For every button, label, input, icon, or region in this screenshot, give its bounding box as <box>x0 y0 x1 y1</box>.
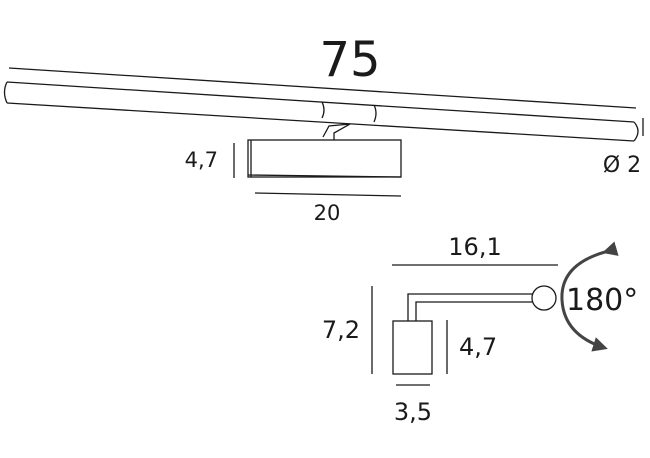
tube <box>3 81 639 142</box>
head-height-label: 4,7 <box>185 148 218 172</box>
rotation-arrow-icon <box>560 241 619 352</box>
length-label: 75 <box>319 32 380 88</box>
rotation-label: 180° <box>566 283 638 318</box>
mount-arm <box>322 123 351 140</box>
length-dimension-line <box>8 67 637 109</box>
reach-label: 16,1 <box>448 233 501 261</box>
side-view <box>371 264 558 386</box>
lamp-head <box>247 139 402 178</box>
head-width-label: 20 <box>314 201 341 225</box>
side-head <box>392 320 433 375</box>
front-view <box>3 67 644 197</box>
side-arm <box>407 293 533 321</box>
head-width-line <box>254 192 402 197</box>
total-height-label: 7,2 <box>322 316 360 344</box>
diameter-label: Ø 2 <box>603 153 641 178</box>
side-head-height-label: 4,7 <box>459 333 497 361</box>
pivot-joint <box>531 285 557 311</box>
head-depth-label: 3,5 <box>394 398 432 426</box>
